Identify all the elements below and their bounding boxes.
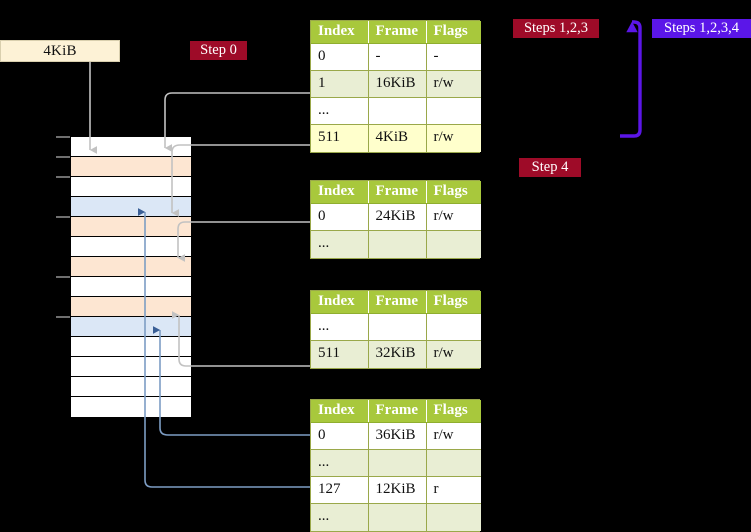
- memory-frame-row: [71, 137, 191, 157]
- step-4-badge: Step 4: [519, 158, 581, 177]
- table-row: ...: [311, 230, 481, 258]
- cell-frame: [368, 230, 427, 258]
- cell-flags: r: [426, 476, 481, 504]
- cell-frame: 32KiB: [368, 340, 427, 368]
- cell-index: 0: [311, 43, 369, 71]
- cell-flags: r/w: [426, 124, 481, 152]
- cell-flags: r/w: [426, 70, 481, 98]
- wire-pml4-4kib: [171, 144, 310, 217]
- memory-scale-tick: [56, 136, 70, 138]
- memory-frame-row: [71, 237, 191, 257]
- table-row: ...: [311, 97, 481, 125]
- column-header-frame: Frame: [368, 291, 427, 314]
- wire-steps-1234-bracket: [620, 20, 642, 138]
- memory-frame-row: [71, 277, 191, 297]
- memory-scale-tick: [56, 216, 70, 218]
- physical-memory-column: [70, 136, 191, 417]
- memory-frame-row: [71, 217, 191, 237]
- column-header-flags: Flags: [426, 400, 481, 423]
- memory-scale-tick: [56, 156, 70, 158]
- cell-flags: [426, 230, 481, 258]
- steps-1234-badge: Steps 1,2,3,4: [652, 19, 751, 38]
- cell-index: ...: [311, 230, 369, 258]
- cell-frame: 16KiB: [368, 70, 427, 98]
- step-0-badge: Step 0: [190, 41, 247, 60]
- cell-index: 0: [311, 203, 369, 231]
- table-row: ...: [311, 313, 481, 341]
- cell-index: ...: [311, 313, 369, 341]
- memory-scale-tick: [56, 176, 70, 178]
- table-row: 0--: [311, 43, 481, 71]
- memory-frame-row: [71, 337, 191, 357]
- cell-index: 127: [311, 476, 369, 504]
- memory-frame-row: [71, 317, 191, 337]
- memory-frame-row: [71, 257, 191, 277]
- cell-flags: -: [426, 43, 481, 71]
- cell-flags: r/w: [426, 422, 481, 450]
- memory-scale-tick: [56, 276, 70, 278]
- cell-flags: [426, 97, 481, 125]
- cell-frame: [368, 503, 427, 531]
- column-header-frame: Frame: [368, 400, 427, 423]
- cell-flags: [426, 449, 481, 477]
- column-header-flags: Flags: [426, 291, 481, 314]
- cell-flags: r/w: [426, 340, 481, 368]
- memory-frame-row: [71, 157, 191, 177]
- cell-frame: 36KiB: [368, 422, 427, 450]
- memory-scale-tick: [56, 316, 70, 318]
- column-header-flags: Flags: [426, 181, 481, 204]
- column-header-index: Index: [311, 400, 369, 423]
- column-header-flags: Flags: [426, 21, 481, 44]
- cell-flags: [426, 313, 481, 341]
- memory-frame-row: [71, 357, 191, 377]
- cell-index: 511: [311, 340, 369, 368]
- table-row: ...: [311, 449, 481, 477]
- cell-frame: 24KiB: [368, 203, 427, 231]
- cell-index: 1: [311, 70, 369, 98]
- cell-frame: 12KiB: [368, 476, 427, 504]
- memory-frame-row: [71, 297, 191, 317]
- column-header-index: Index: [311, 291, 369, 314]
- cell-frame: 4KiB: [368, 124, 427, 152]
- cell-frame: -: [368, 43, 427, 71]
- cell-frame: [368, 97, 427, 125]
- column-header-index: Index: [311, 181, 369, 204]
- cell-frame: [368, 449, 427, 477]
- memory-frame-row: [71, 377, 191, 397]
- column-header-frame: Frame: [368, 21, 427, 44]
- memory-frame-row: [71, 197, 191, 217]
- table-row: ...: [311, 503, 481, 531]
- cell-index: 0: [311, 422, 369, 450]
- wire-pd-32kib: [172, 311, 310, 367]
- cell-index: ...: [311, 97, 369, 125]
- steps-123-badge: Steps 1,2,3: [513, 19, 599, 38]
- cell-frame: [368, 313, 427, 341]
- cell-index: 511: [311, 124, 369, 152]
- memory-frame-row: [71, 177, 191, 197]
- frame-size-label: 4KiB: [0, 40, 120, 62]
- cell-index: ...: [311, 503, 369, 531]
- cell-flags: r/w: [426, 203, 481, 231]
- cell-flags: [426, 503, 481, 531]
- column-header-index: Index: [311, 21, 369, 44]
- column-header-frame: Frame: [368, 181, 427, 204]
- cell-index: ...: [311, 449, 369, 477]
- memory-frame-row: [71, 397, 191, 417]
- wire-pdpt-24kib: [177, 221, 310, 262]
